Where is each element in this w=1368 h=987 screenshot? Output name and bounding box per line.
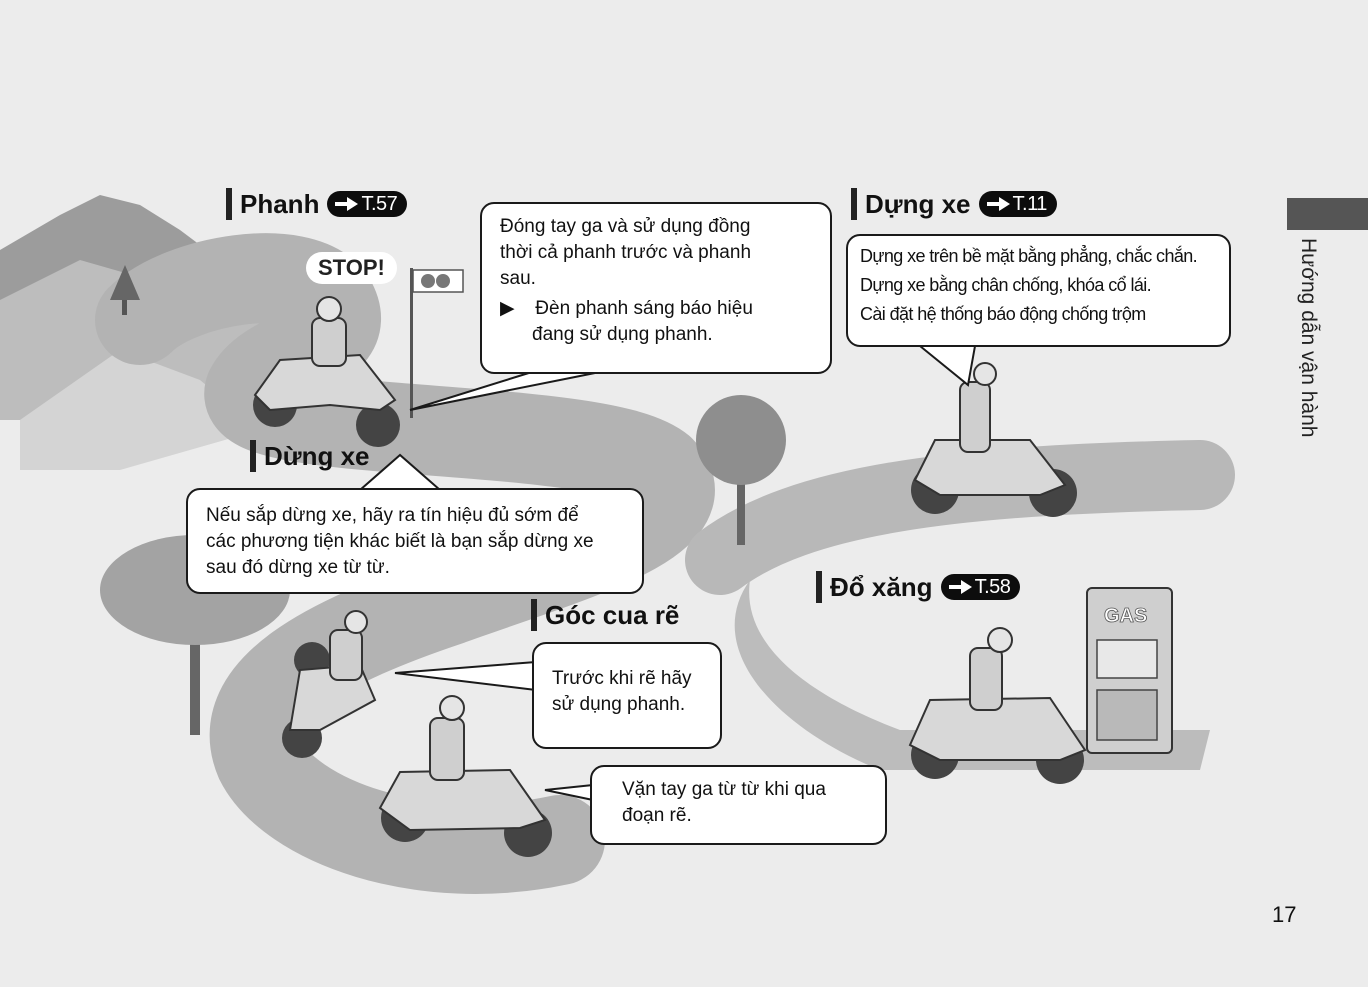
heading-cornering: Góc cua rẽ bbox=[531, 599, 679, 631]
rider-refuel bbox=[908, 627, 1087, 784]
arrow-right-icon bbox=[948, 580, 972, 594]
page-ref-refuel-label: T.58 bbox=[974, 575, 1011, 598]
heading-marker bbox=[851, 188, 857, 220]
heading-marker bbox=[226, 188, 232, 220]
stop-flag bbox=[410, 268, 464, 418]
heading-marker bbox=[816, 571, 822, 603]
arrow-right-icon bbox=[986, 197, 1010, 211]
callout-cornering-throttle: Vặn tay ga từ từ khi qua đoạn rẽ. bbox=[590, 765, 887, 845]
heading-refuel: Đổ xăng T.58 bbox=[816, 571, 1021, 603]
callout-stop: Nếu sắp dừng xe, hãy ra tín hiệu đủ sớm … bbox=[186, 488, 644, 594]
heading-cornering-title: Góc cua rẽ bbox=[545, 599, 680, 630]
gas-pump-label: GAS bbox=[1104, 605, 1147, 627]
callout-parking: Dựng xe trên bề mặt bằng phẳng, chắc chắ… bbox=[846, 234, 1231, 347]
heading-parking: Dựng xe T.11 bbox=[851, 188, 1057, 220]
heading-parking-title: Dựng xe bbox=[865, 188, 971, 219]
heading-marker bbox=[250, 440, 256, 472]
callout-text: Dựng xe trên bề mặt bằng phẳng, chắc chắ… bbox=[860, 246, 1198, 266]
page-ref-brake-label: T.57 bbox=[361, 192, 398, 215]
page-ref-brake[interactable]: T.57 bbox=[327, 191, 408, 217]
callout-brake: Đóng tay ga và sử dụng đồng thời cả phan… bbox=[480, 202, 832, 374]
heading-stop: Dừng xe bbox=[250, 440, 370, 472]
rider-cornering-2 bbox=[378, 695, 552, 857]
gas-pump: GAS bbox=[1086, 587, 1173, 754]
callout-text: sau đó dừng xe từ từ. bbox=[206, 557, 390, 578]
arrow-right-icon bbox=[335, 197, 359, 211]
callout-bullet: ▶ Đèn phanh sáng báo hiệu bbox=[500, 296, 812, 322]
heading-brake-title: Phanh bbox=[240, 188, 320, 219]
chapter-tab[interactable] bbox=[1287, 198, 1368, 230]
page-ref-parking-label: T.11 bbox=[1012, 192, 1048, 215]
callout-text: Đóng tay ga và sử dụng đồng bbox=[500, 216, 751, 237]
page-ref-refuel[interactable]: T.58 bbox=[940, 574, 1021, 600]
callout-text: Vặn tay ga từ từ khi qua bbox=[622, 779, 826, 800]
bullet-arrow-icon: ▶ bbox=[500, 298, 515, 319]
callout-text: Đèn phanh sáng báo hiệu bbox=[535, 298, 753, 319]
callout-cornering-brake: Trước khi rẽ hãy sử dụng phanh. bbox=[532, 642, 722, 749]
chapter-tab-label: Hướng dẫn vận hành bbox=[1297, 238, 1320, 438]
callout-text: các phương tiện khác biết là bạn sắp dừn… bbox=[206, 531, 594, 552]
stop-sign-text: STOP! bbox=[306, 252, 397, 284]
callout-pointers bbox=[357, 345, 977, 802]
heading-marker bbox=[531, 599, 537, 631]
heading-brake: Phanh T.57 bbox=[226, 188, 408, 220]
callout-text: Dựng xe bằng chân chống, khóa cổ lái. bbox=[860, 275, 1152, 295]
callout-text: Cài đặt hệ thống báo động chống trộm bbox=[860, 304, 1146, 324]
callout-text: đoạn rẽ. bbox=[622, 805, 692, 826]
callout-text: thời cả phanh trước và phanh bbox=[500, 242, 752, 263]
page-ref-parking[interactable]: T.11 bbox=[978, 191, 1057, 217]
page-number: 17 bbox=[1272, 902, 1297, 927]
callout-text: Nếu sắp dừng xe, hãy ra tín hiệu đủ sớm … bbox=[206, 505, 579, 526]
callout-text: sau. bbox=[500, 268, 536, 289]
rider-stopping bbox=[253, 296, 400, 447]
rider-cornering-1 bbox=[282, 610, 377, 758]
callout-text: đang sử dụng phanh. bbox=[532, 324, 713, 345]
callout-text: sử dụng phanh. bbox=[552, 694, 686, 715]
callout-text: Trước khi rẽ hãy bbox=[552, 668, 692, 689]
rider-parking bbox=[911, 362, 1077, 517]
heading-refuel-title: Đổ xăng bbox=[830, 571, 933, 602]
heading-stop-title: Dừng xe bbox=[264, 440, 370, 471]
